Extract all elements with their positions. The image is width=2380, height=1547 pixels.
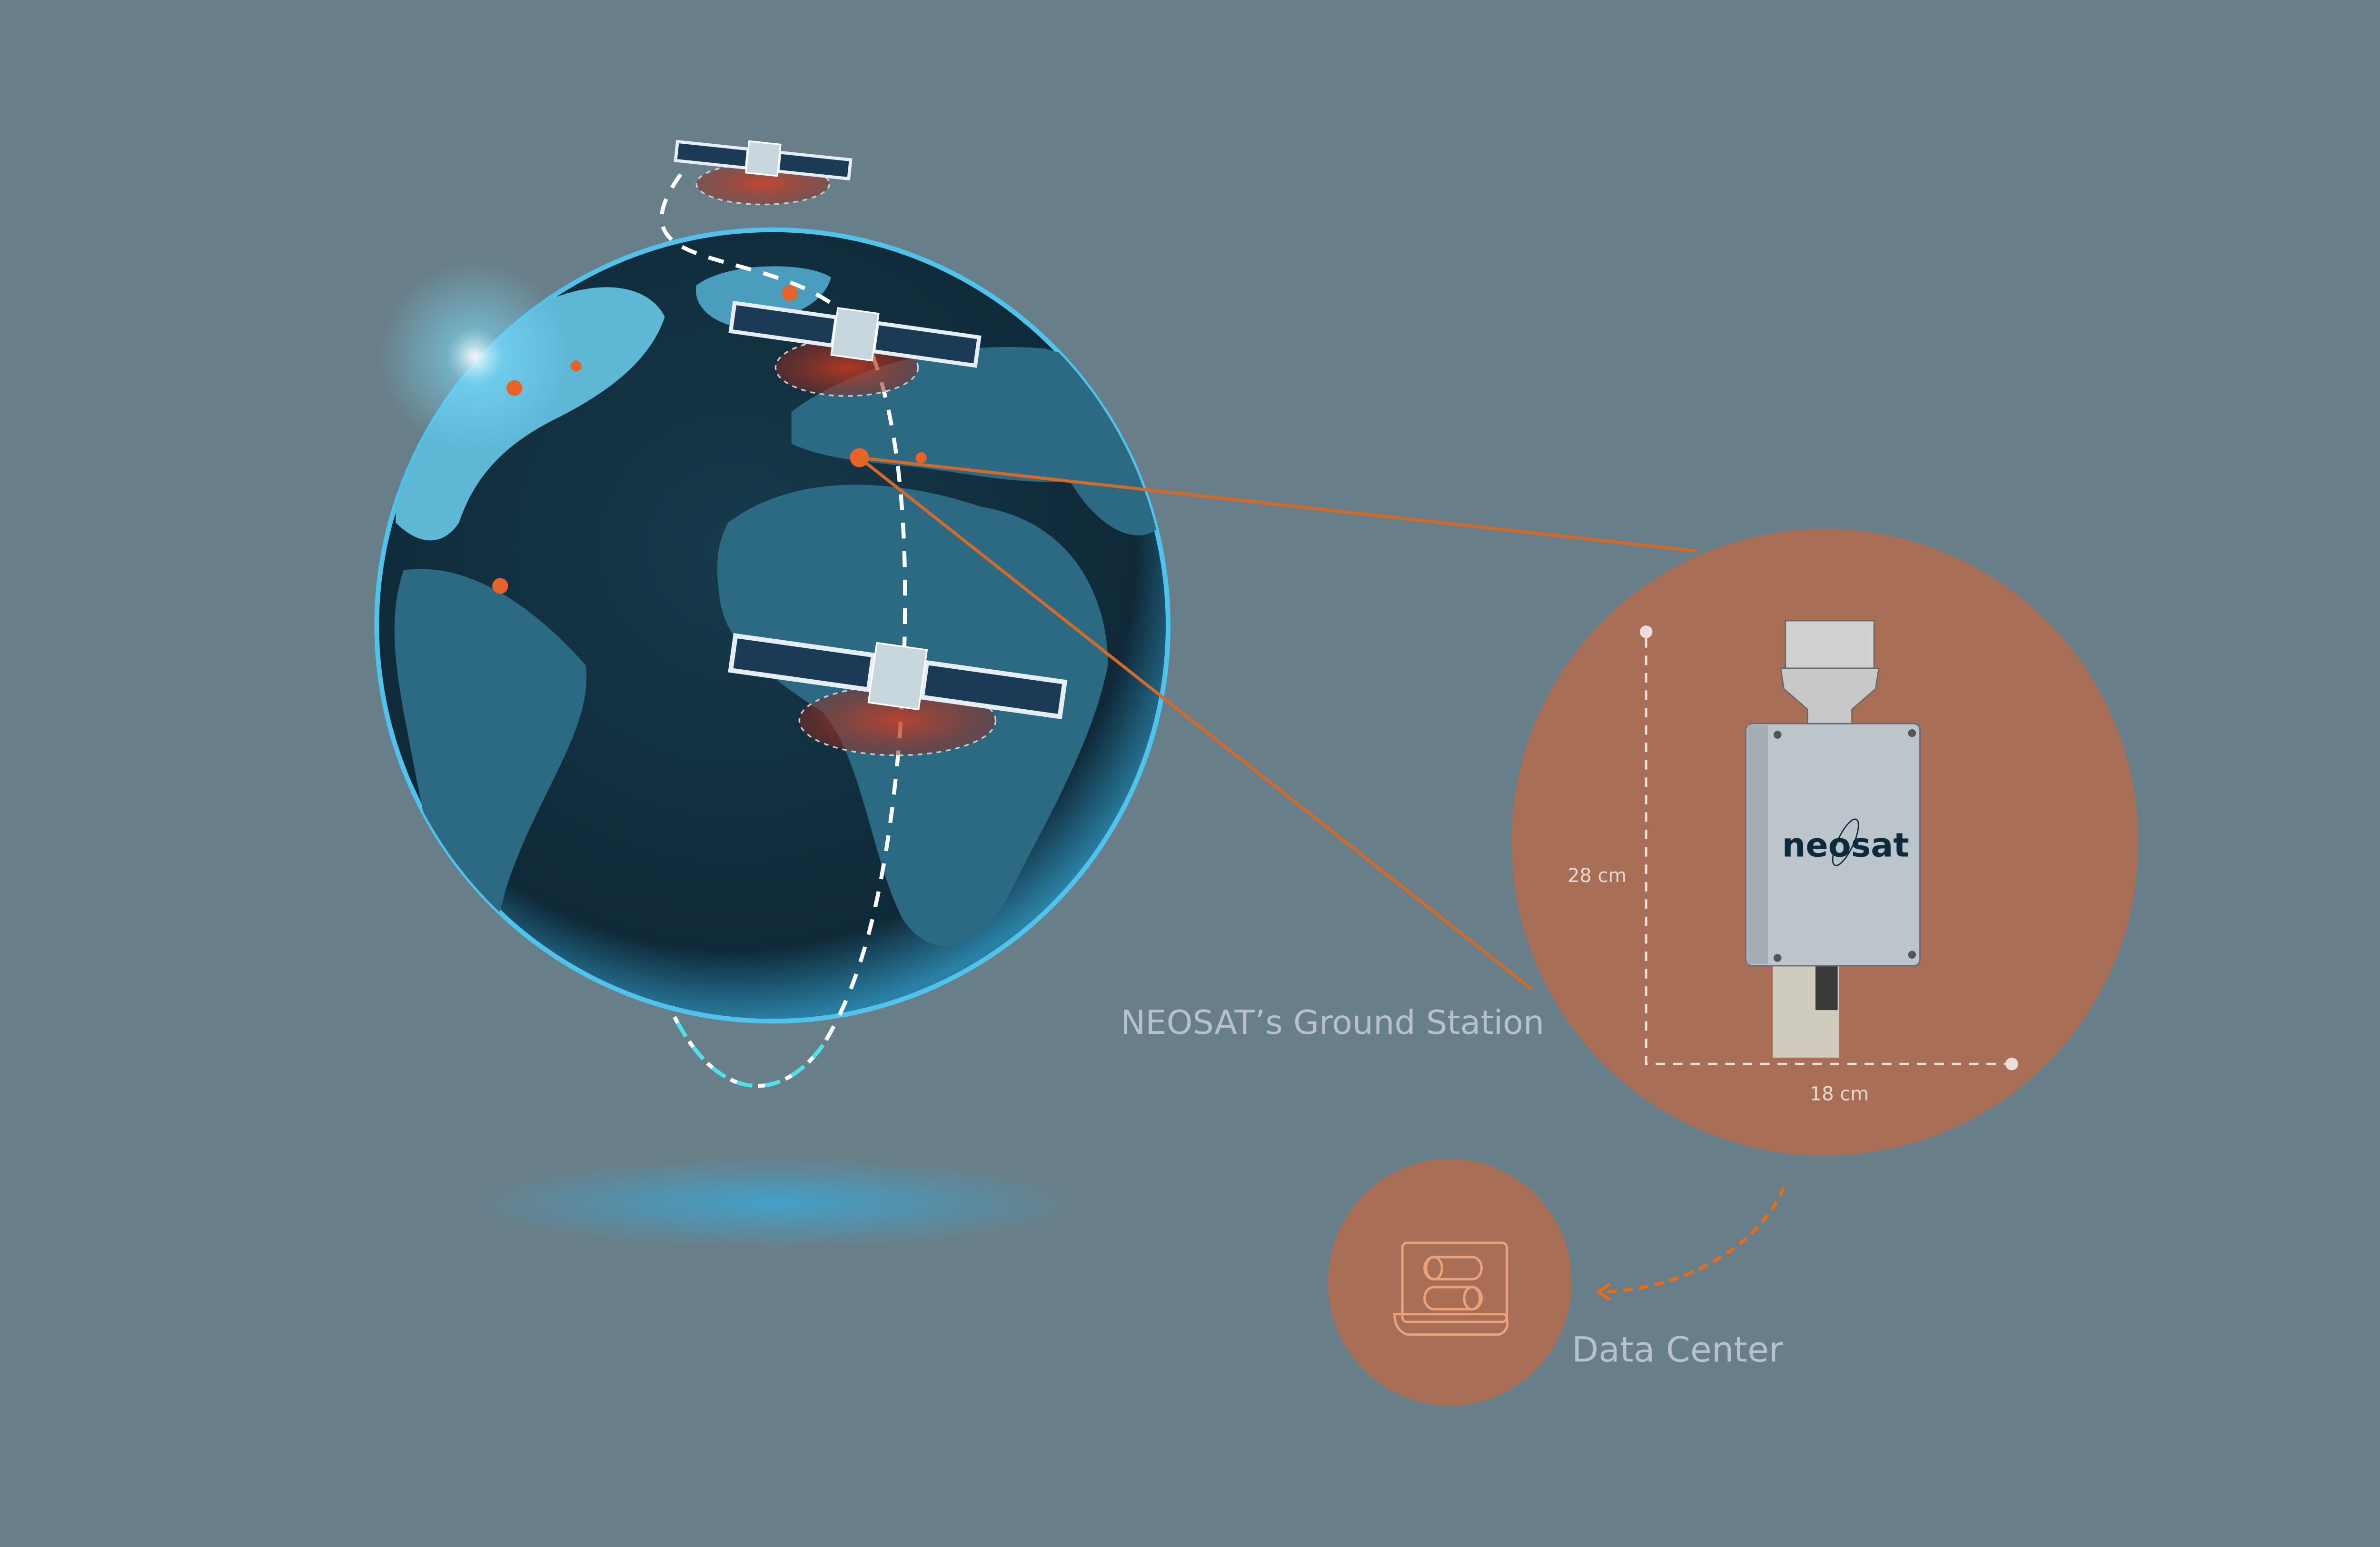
globe-shadow <box>475 1159 1077 1248</box>
satellite-bottom <box>728 633 1068 756</box>
height-label: 28 cm <box>1567 865 1626 887</box>
satellite-middle <box>728 300 982 397</box>
hotspot <box>915 452 927 464</box>
data-center <box>1328 1159 1572 1406</box>
hotspot <box>782 285 798 301</box>
connector-line <box>858 456 1533 991</box>
width-label: 18 cm <box>1810 1083 1869 1105</box>
laptop-database-icon <box>1393 1241 1509 1336</box>
satellite-icon <box>674 139 853 181</box>
hotspot <box>506 380 523 396</box>
satellite-top <box>674 139 853 206</box>
orbit-path-lower <box>671 1012 825 1088</box>
dimension-lines <box>1645 638 2006 1065</box>
earth-globe <box>374 227 1171 1024</box>
ground-station-label: NEOSAT’s Ground Station <box>1121 1003 1544 1042</box>
ground-station-device: neosat <box>1745 620 1921 1058</box>
satellite-icon <box>728 300 982 368</box>
satellite-icon <box>728 633 1068 719</box>
data-center-label: Data Center <box>1572 1329 1784 1370</box>
hotspot <box>570 360 582 372</box>
connector-line <box>859 456 1697 553</box>
ground-station: 28 cm 18 cm neosat <box>1511 529 2139 1156</box>
data-flow-arrow <box>1602 1187 1785 1294</box>
hotspot <box>492 578 508 594</box>
